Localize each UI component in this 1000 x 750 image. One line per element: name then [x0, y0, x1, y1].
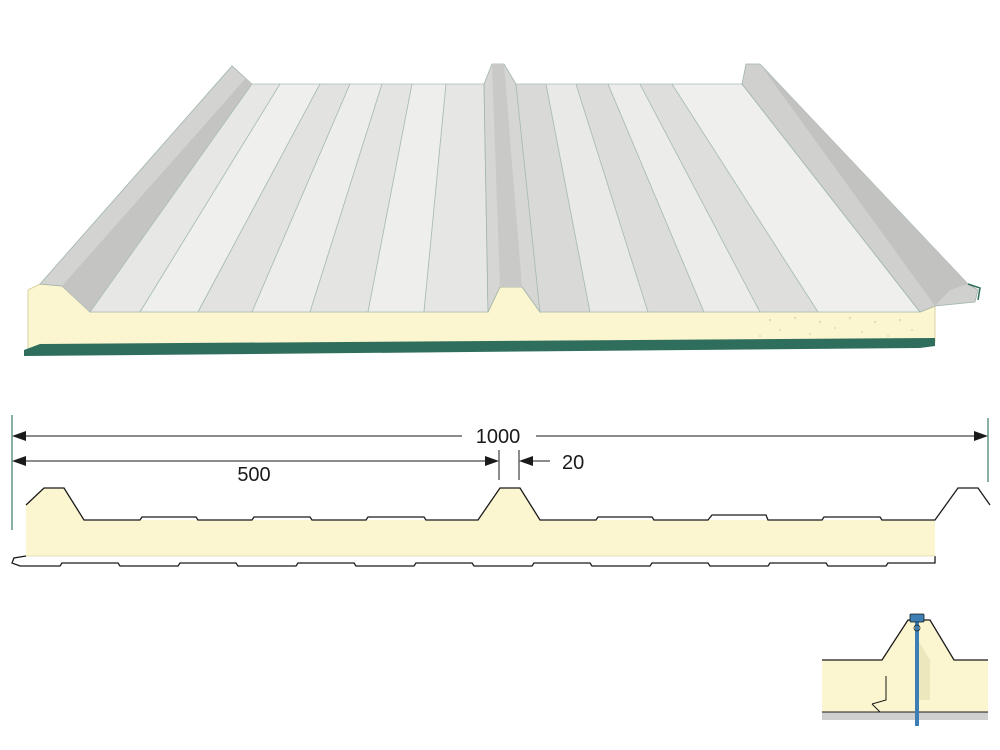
arrow-left-20	[519, 456, 533, 466]
arrow-right-500	[485, 456, 499, 466]
dimension-half-width: 500	[237, 464, 270, 486]
panel-cross-section	[11, 487, 991, 567]
joint-liner	[822, 712, 988, 720]
joint-foam	[822, 620, 988, 712]
dimension-total-width: 1000	[476, 426, 521, 448]
panel-3d-view	[24, 63, 981, 356]
arrow-left-1000	[12, 431, 26, 441]
section-foam	[26, 488, 935, 556]
dimension-arrowheads	[12, 431, 988, 466]
dimension-rib-top: 20	[562, 452, 584, 474]
section-top-profile	[25, 487, 991, 521]
section-bottom-profile	[11, 555, 936, 567]
fastener-screw-icon	[915, 620, 919, 726]
arrow-left-500	[12, 456, 26, 466]
arrow-right-1000	[974, 431, 988, 441]
dimension-lines	[11, 415, 989, 530]
joint-detail	[822, 613, 988, 726]
